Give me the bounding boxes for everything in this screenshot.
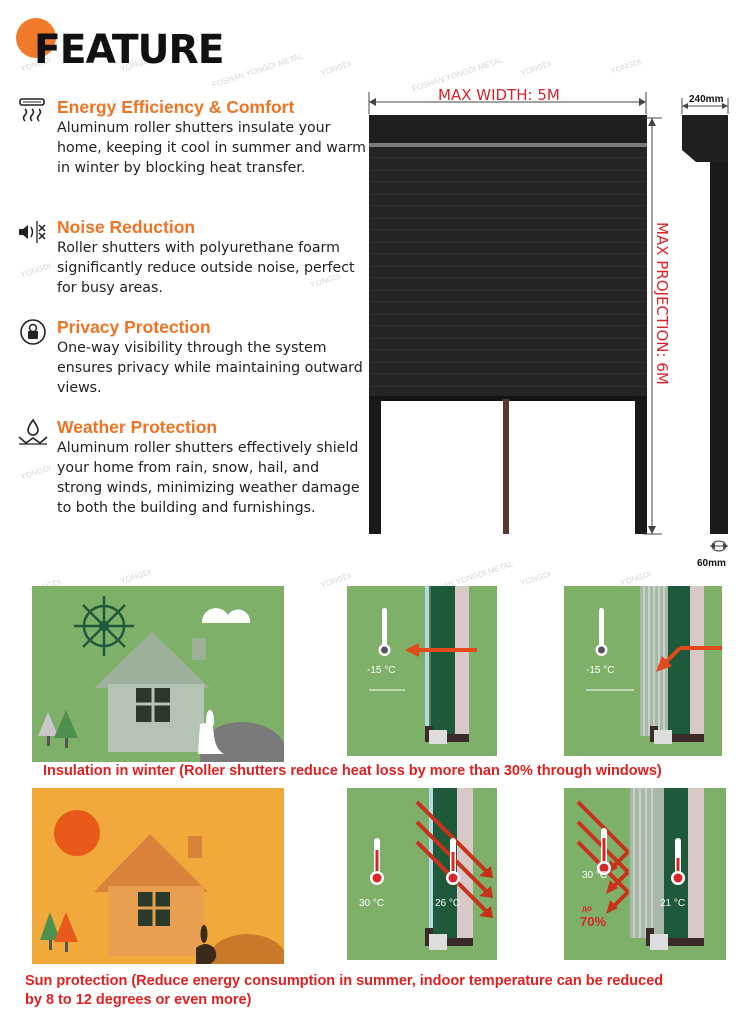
title-accent-dot [16, 18, 56, 58]
summer-indoor-temp-shutter: 21 °C [660, 898, 686, 909]
rail-width-label: 60mm [697, 558, 726, 569]
winter-house-panel [32, 586, 284, 762]
feature-description: Aluminum roller shutters insulate your h… [57, 120, 366, 176]
summer-caption-line2: by 8 to 12 degrees or even more) [25, 992, 252, 1008]
summer-outdoor-temp: 30 °C [359, 898, 385, 909]
reduction-percent: 70% [580, 914, 607, 929]
summer-house-panel [32, 788, 284, 964]
winter-caption: Insulation in winter (Roller shutters re… [43, 763, 662, 779]
max-width-label: MAX WIDTH: 5M [438, 86, 560, 104]
summer-window-illustration [370, 788, 493, 950]
watermark: YONGDI [319, 59, 353, 78]
watermark: YONGDI [619, 569, 653, 588]
feature-description: Roller shutters with polyurethane foarm … [57, 240, 355, 296]
winter-window-panel: -15 °C [347, 586, 497, 756]
feature-weather: Weather Protection Aluminum roller shutt… [16, 417, 366, 537]
max-projection-label: MAX PROJECTION: 6M [653, 222, 671, 385]
shutter-drawing [368, 92, 729, 552]
winter-outdoor-temp-shutter: -15 °C [586, 665, 615, 676]
feature-title: Weather Protection [57, 417, 218, 437]
privacy-icon [20, 319, 46, 345]
feature-description: One-way visibility through the system en… [57, 340, 363, 396]
feature-description: Aluminum roller shutters effectively shi… [57, 440, 360, 516]
summer-house-illustration [40, 810, 284, 964]
feature-privacy: Privacy Protection One-way visibility th… [16, 317, 366, 407]
watermark: YONGDI [519, 59, 553, 78]
watermark: YONGDI [609, 57, 643, 76]
winter-outdoor-temp: -15 °C [367, 665, 396, 676]
summer-outdoor-temp-shutter: 30 °C [582, 870, 608, 881]
feature-title: Noise Reduction [57, 217, 196, 237]
heat-icon [19, 98, 45, 122]
watermark: YONGDI [519, 569, 553, 588]
summer-caption-line1: Sun protection (Reduce energy consumptio… [25, 973, 664, 989]
feature-noise: Noise Reduction Roller shutters with pol… [16, 217, 366, 307]
summer-shutter-panel: 30 °C 21 °C до 70% [564, 788, 726, 960]
watermark: YONGDI [119, 567, 153, 586]
summer-shutter-illustration [576, 788, 704, 950]
feature-title: Energy Efficiency & Comfort [57, 97, 295, 117]
summer-indoor-temp: 26 °C [435, 898, 461, 909]
weather-icon [18, 418, 48, 445]
winter-shutter-illustration [586, 586, 722, 744]
page-title: FEATURE [34, 27, 225, 73]
feature-energy: Energy Efficiency & Comfort Aluminum rol… [16, 97, 366, 207]
reduction-prefix: до [582, 904, 592, 913]
sound-icon [19, 221, 46, 243]
feature-title: Privacy Protection [57, 317, 211, 337]
page-header: FEATURE [14, 14, 244, 74]
winter-shutter-panel: -15 °C [564, 586, 722, 756]
winter-house-illustration [38, 596, 284, 762]
summer-window-panel: 30 °C 26 °C [347, 788, 497, 960]
box-width-label: 240mm [689, 94, 724, 105]
winter-window-illustration [369, 586, 477, 744]
